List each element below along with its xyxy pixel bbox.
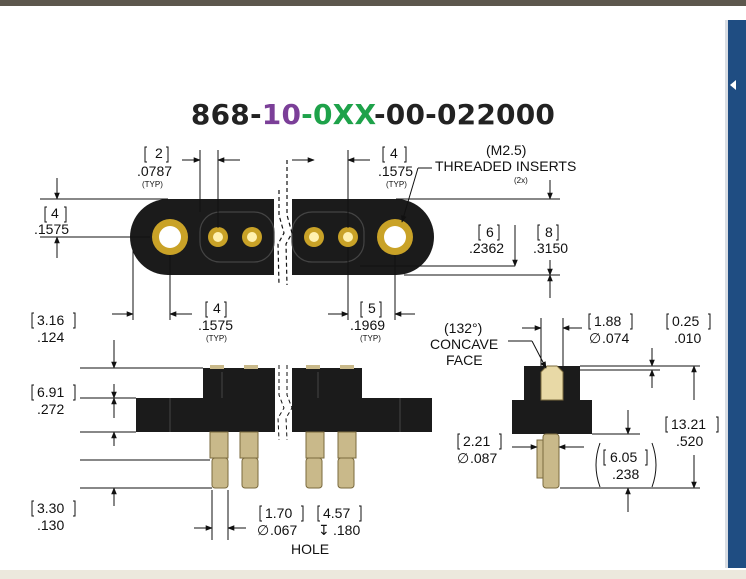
offset-left-mm: 4: [213, 300, 221, 316]
tip-dia-in: .074: [602, 330, 629, 346]
pitch-top-right-in: .1575: [378, 163, 413, 179]
depth-symbol: ↧: [318, 522, 330, 538]
part-number-suffix: -00-022000: [373, 98, 556, 131]
body-in: .272: [37, 401, 64, 417]
top-view: [130, 160, 434, 286]
dimension-texts: 2 .0787 (TYP) 4 .1575 (TYP) (M2.5) THREA…: [31, 142, 719, 557]
connector-body-right: [292, 199, 434, 275]
ref-mm: 6.05: [610, 449, 637, 465]
threaded-qty: (2x): [514, 176, 528, 185]
part-number-prefix: 868-: [190, 98, 262, 131]
offset-left-in: .1575: [198, 317, 233, 333]
concave-angle: (132°): [444, 320, 482, 336]
side-pin-tail: [542, 433, 560, 489]
top-bar: [0, 0, 746, 6]
contact-pins-front: [209, 431, 357, 489]
hole-depth-in: .180: [333, 522, 360, 538]
diameter-symbol-pin: ∅: [457, 450, 469, 466]
width-b-in: .3150: [533, 240, 568, 256]
threaded-label: THREADED INSERTS: [435, 158, 576, 174]
break-line-front: [277, 365, 285, 441]
hole-dia-in: .067: [270, 522, 297, 538]
body-flange-left: [136, 398, 275, 432]
tail-in: .130: [37, 517, 64, 533]
flange-in: .124: [37, 329, 64, 345]
part-number-title: 868-10-0XX-00-022000: [0, 98, 746, 131]
side-pin-foot: [536, 439, 544, 479]
width-b-mm: 8: [545, 224, 553, 240]
diameter-symbol-hole: ∅: [257, 522, 269, 538]
body-top-left: [203, 368, 275, 398]
part-number-variant-b: 0XX: [312, 98, 374, 131]
tip-recess-mm: 0.25: [672, 313, 699, 329]
contact-pins-top: [208, 227, 358, 247]
inner-outline-right: [291, 211, 365, 263]
height-left-mm: 4: [51, 205, 59, 221]
hole-depth-mm: 4.57: [323, 505, 350, 521]
break-line-top: [277, 190, 285, 286]
flange-mm: 3.16: [37, 312, 64, 328]
threaded-size: (M2.5): [486, 142, 526, 158]
front-view: [136, 365, 432, 489]
height-left-in: .1575: [34, 221, 69, 237]
hole-label: HOLE: [291, 541, 329, 557]
dimension-lines-side: [508, 318, 700, 512]
overall-in: .520: [676, 433, 703, 449]
bottom-bar: [0, 570, 746, 579]
threaded-insert-left-hole: [159, 226, 181, 248]
body-flange-right: [292, 398, 432, 432]
side-view: [512, 365, 592, 489]
offset-right-in: .1969: [350, 317, 385, 333]
side-tab-arrow-icon: [730, 80, 736, 90]
concave-label-1: CONCAVE: [430, 336, 498, 352]
tip-recess-in: .010: [674, 330, 701, 346]
dimension-lines-top: [40, 150, 560, 320]
part-number-dash: -: [301, 98, 313, 131]
offset-right-mm: 5: [368, 300, 376, 316]
offset-right-note: (TYP): [360, 334, 381, 343]
pitch-small-note: (TYP): [142, 180, 163, 189]
tail-mm: 3.30: [37, 500, 64, 516]
side-tab[interactable]: [725, 20, 746, 568]
pin-dia-mm: 2.21: [463, 433, 490, 449]
inner-outline-left: [199, 211, 275, 263]
pitch-small-in: .0787: [137, 163, 172, 179]
body-top-right: [292, 368, 362, 398]
ref-in: .238: [612, 466, 639, 482]
width-a-in: .2362: [469, 240, 504, 256]
side-body-flange: [512, 400, 592, 434]
side-pin-tip: [540, 365, 564, 401]
threaded-insert-right-hole: [384, 226, 406, 248]
connector-body-left: [130, 199, 274, 275]
offset-left-note: (TYP): [206, 334, 227, 343]
diameter-symbol-tip: ∅: [589, 330, 601, 346]
hole-dia-mm: 1.70: [265, 505, 292, 521]
width-a-mm: 6: [486, 224, 494, 240]
overall-mm: 13.21: [671, 416, 706, 432]
side-tab-strip: [725, 20, 728, 568]
dimension-lines-front: [80, 340, 246, 540]
part-number-variant-a: 10: [261, 98, 302, 131]
pin-dia-in: .087: [470, 450, 497, 466]
pitch-small-mm: 2: [155, 145, 163, 161]
pitch-top-right-mm: 4: [390, 145, 398, 161]
concave-label-2: FACE: [446, 352, 483, 368]
body-mm: 6.91: [37, 384, 64, 400]
pitch-top-right-note: (TYP): [386, 180, 407, 189]
tip-dia-mm: 1.88: [594, 313, 621, 329]
